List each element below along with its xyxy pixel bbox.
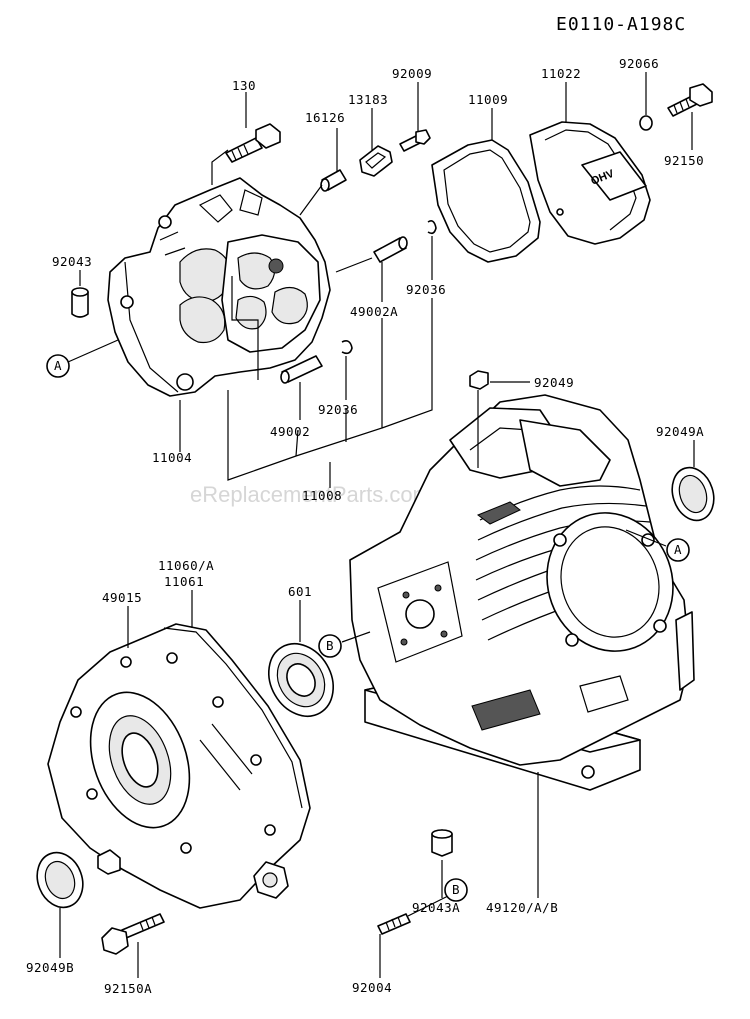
label-13183[interactable]: 13183 (348, 92, 388, 107)
label-11061[interactable]: 11061 (164, 574, 204, 589)
callout-a-crankcase: A (666, 538, 690, 562)
label-11004[interactable]: 11004 (152, 450, 192, 465)
label-49002a[interactable]: 49002A (350, 304, 398, 319)
leader-lines (59, 72, 695, 978)
label-92043a[interactable]: 92043A (412, 900, 460, 915)
bolt-92150[interactable] (667, 83, 713, 117)
label-49002[interactable]: 49002 (270, 424, 310, 439)
head-cover-gasket-11009[interactable] (431, 139, 541, 263)
oil-seal-92049b[interactable] (30, 846, 90, 914)
ball-bearing-601[interactable] (256, 632, 346, 728)
gasket-13183[interactable] (359, 145, 393, 177)
cylinder-head-11004[interactable] (107, 177, 331, 397)
pin-16126[interactable] (320, 169, 347, 192)
label-92036-lower[interactable]: 92036 (318, 402, 358, 417)
dowel-pin-92043a[interactable] (431, 829, 453, 857)
label-49120ab[interactable]: 49120/A/B (486, 900, 558, 915)
dowel-pin-92043[interactable] (71, 287, 89, 318)
label-92036-upper[interactable]: 92036 (406, 282, 446, 297)
label-92009[interactable]: 92009 (392, 66, 432, 81)
label-92066[interactable]: 92066 (619, 56, 659, 71)
svg-text:B: B (326, 638, 334, 653)
label-92150[interactable]: 92150 (664, 153, 704, 168)
oil-seal-92049a[interactable] (666, 462, 721, 526)
diagram-reference-code: E0110-A198C (556, 14, 686, 35)
callout-b-crankcase: B (318, 634, 342, 658)
washer-92066[interactable] (639, 115, 653, 131)
label-130[interactable]: 130 (232, 78, 256, 93)
bolt-92009[interactable] (399, 129, 431, 152)
label-92043[interactable]: 92043 (52, 254, 92, 269)
label-11060a[interactable]: 11060/A (158, 558, 214, 573)
plug-92049[interactable] (469, 370, 489, 390)
label-11008[interactable]: 11008 (302, 488, 342, 503)
callout-a-head: A (46, 354, 70, 378)
push-rod-49002[interactable] (280, 355, 323, 384)
label-92049[interactable]: 92049 (534, 375, 574, 390)
callout-b-stud: B (444, 878, 468, 902)
label-11022[interactable]: 11022 (541, 66, 581, 81)
svg-text:B: B (452, 882, 460, 897)
label-92049a[interactable]: 92049A (656, 424, 704, 439)
part-labels: 130 16126 13183 92009 11009 11022 92066 … (26, 56, 704, 996)
bolt-130[interactable] (225, 123, 281, 163)
circlip-92036-upper[interactable] (427, 220, 437, 235)
label-16126[interactable]: 16126 (305, 110, 345, 125)
label-49015[interactable]: 49015 (102, 590, 142, 605)
label-92150a[interactable]: 92150A (104, 981, 152, 996)
stud-bolt-92004[interactable] (377, 913, 411, 935)
svg-text:A: A (674, 542, 682, 557)
label-601[interactable]: 601 (288, 584, 312, 599)
label-92004[interactable]: 92004 (352, 980, 392, 995)
crankcase-cover-49015[interactable] (47, 623, 311, 909)
crankcase-49120[interactable] (349, 394, 695, 791)
circlip-92036-lower[interactable] (341, 340, 353, 355)
label-92049b[interactable]: 92049B (26, 960, 74, 975)
bolt-92150a[interactable] (101, 913, 165, 955)
watermark-text: eReplacementParts.com (190, 482, 431, 507)
svg-text:A: A (54, 358, 62, 373)
label-11009[interactable]: 11009 (468, 92, 508, 107)
push-rod-49002a[interactable] (373, 236, 408, 263)
head-cover-11022[interactable]: OHV (529, 121, 651, 245)
